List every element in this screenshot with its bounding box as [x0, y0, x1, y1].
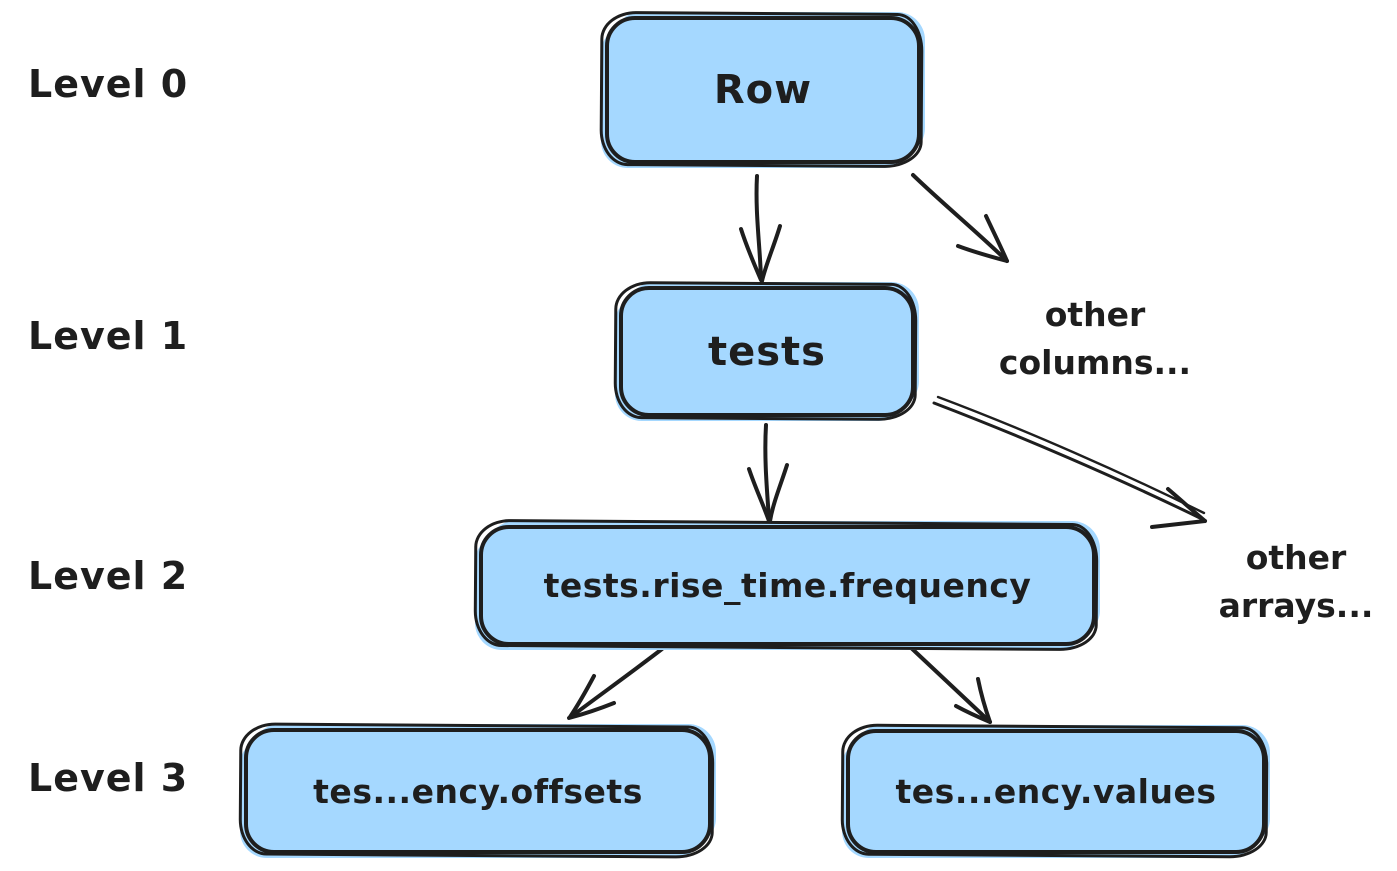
- annotation-other-arrays: other arrays...: [1218, 538, 1374, 625]
- level-3-label: Level 3: [28, 756, 189, 800]
- node-values-label: tes...ency.values: [895, 772, 1217, 811]
- node-tests: tests: [619, 286, 915, 417]
- arrow-row-to-tests: [739, 174, 782, 283]
- node-row: Row: [605, 16, 921, 164]
- node-frequency-label: tests.rise_time.frequency: [543, 566, 1032, 605]
- level-1-label: Level 1: [28, 314, 189, 358]
- node-offsets-label: tes...ency.offsets: [313, 771, 643, 811]
- node-values: tes...ency.values: [846, 729, 1266, 854]
- node-offsets: tes...ency.offsets: [244, 728, 712, 854]
- annotation-other-columns: other columns...: [998, 295, 1192, 382]
- arrow-frequency-to-values: [905, 642, 992, 724]
- node-row-label: Row: [713, 67, 813, 113]
- arrow-frequency-to-offsets: [567, 647, 664, 720]
- level-2-label: Level 2: [28, 554, 189, 598]
- arrow-tests-to-frequency: [747, 423, 789, 523]
- level-0-label: Level 0: [28, 62, 189, 106]
- node-tests-rise-time-frequency: tests.rise_time.frequency: [479, 525, 1096, 646]
- node-tests-label: tests: [708, 328, 826, 375]
- arrow-tests-to-other-arrays: [932, 395, 1207, 529]
- arrow-row-to-other-columns: [911, 173, 1009, 263]
